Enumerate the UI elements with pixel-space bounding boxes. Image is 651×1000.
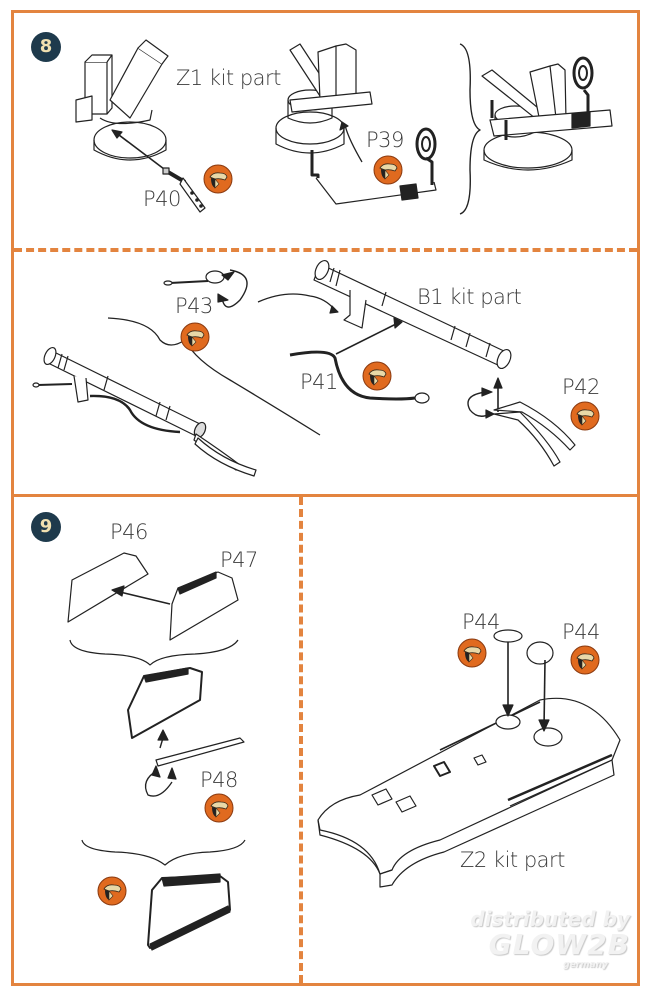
p46-part [67,552,149,623]
z1-turret-assembled [481,56,613,171]
p42-label: P42 [562,375,600,399]
p39-label: P39 [366,128,404,152]
p44-label-right: P44 [562,620,600,644]
step-divider [14,494,637,497]
step-8-badge: 8 [31,32,61,62]
photo-etch-icon [570,645,600,675]
p41-label: P41 [300,370,338,394]
z2-kit-part-label: Z2 kit part [460,848,565,872]
distributor-watermark: distributed by GLOW2B germany [460,908,630,970]
p44-label-left: P44 [462,610,500,634]
p48-part [155,737,245,767]
p40-label: P40 [143,187,181,211]
b1-kit-part-label: B1 kit part [417,285,522,309]
b1-barrel [313,259,512,370]
step8-divider [14,248,637,252]
z1-turret-with-p39 [275,43,373,154]
p40-part [179,177,206,213]
p47-label: P47 [220,548,258,572]
p48-label: P48 [200,768,238,792]
watermark-line3: germany [563,960,608,970]
instruction-frame [11,10,640,986]
step9-divider [299,497,303,983]
z2-hull-plate [317,697,621,888]
z1-kit-part-label: Z1 kit part [176,66,281,90]
p46-label: P46 [110,520,148,544]
p44-ring [526,641,554,665]
watermark-line1: distributed by [470,907,630,931]
p40-arrow [114,131,169,173]
b1-barrel-assembled [32,346,257,477]
step-9-badge: 9 [31,512,61,542]
z1-turret-before [75,39,169,161]
p43-label: P43 [175,294,213,318]
photo-etch-icon [457,638,487,668]
watermark-brand: GLOW2B [488,928,630,961]
